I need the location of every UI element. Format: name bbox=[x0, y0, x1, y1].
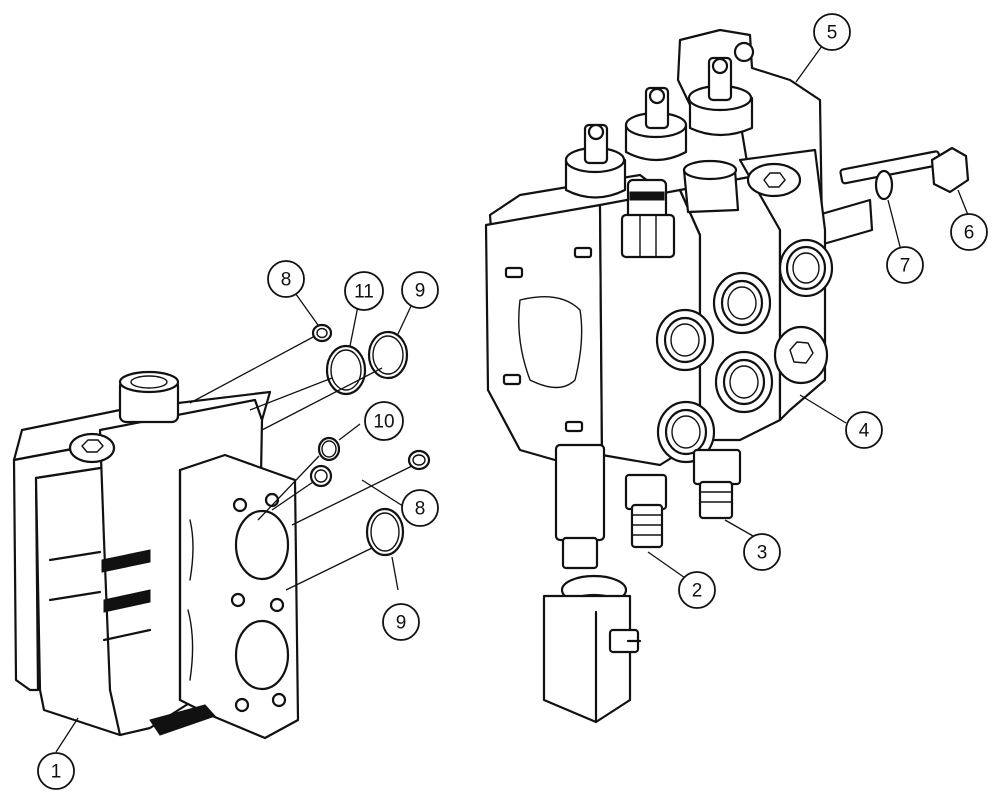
callout-9-upper-label: 9 bbox=[415, 281, 426, 302]
lower-fittings bbox=[542, 443, 742, 724]
callout-5: 5 bbox=[813, 13, 851, 51]
callout-8-upper: 8 bbox=[267, 260, 305, 298]
tie-bolt bbox=[839, 146, 970, 201]
control-valve-assembly bbox=[484, 28, 970, 724]
callout-3-label: 3 bbox=[757, 543, 768, 564]
callout-8-upper-label: 8 bbox=[281, 270, 292, 291]
callout-4-label: 4 bbox=[859, 421, 870, 442]
seals-group bbox=[309, 323, 431, 557]
oring-10 bbox=[317, 436, 341, 462]
callout-8-lower: 8 bbox=[401, 489, 439, 527]
callout-8-lower-label: 8 bbox=[415, 499, 426, 520]
callout-11-label: 11 bbox=[354, 282, 374, 303]
port-fittings bbox=[655, 162, 834, 464]
oring-9-upper bbox=[367, 330, 409, 380]
callout-2-label: 2 bbox=[692, 581, 703, 602]
callout-5-label: 5 bbox=[827, 23, 838, 44]
oring-8-middle bbox=[309, 464, 333, 488]
oring-8-right bbox=[407, 449, 431, 471]
callout-10-label: 10 bbox=[373, 412, 394, 433]
callout-7-label: 7 bbox=[900, 256, 911, 277]
callout-6: 6 bbox=[950, 213, 988, 251]
callout-7: 7 bbox=[886, 246, 924, 284]
oring-11 bbox=[325, 344, 367, 396]
callout-3: 3 bbox=[743, 533, 781, 571]
callout-6-label: 6 bbox=[964, 223, 975, 244]
oring-9-lower bbox=[365, 507, 405, 557]
callout-9-lower: 9 bbox=[382, 603, 420, 641]
callout-4: 4 bbox=[845, 411, 883, 449]
washer-7 bbox=[874, 169, 894, 201]
callout-10: 10 bbox=[364, 401, 404, 441]
callout-1-label: 1 bbox=[51, 762, 62, 783]
end-housing-part-1 bbox=[12, 370, 300, 740]
bolt-head-6 bbox=[930, 146, 970, 194]
oring-8-upper bbox=[311, 323, 333, 343]
callout-bubbles: 1 2 3 4 5 6 7 8 bbox=[37, 13, 988, 790]
callout-9-upper: 9 bbox=[401, 271, 439, 309]
callout-9-lower-label: 9 bbox=[396, 613, 407, 634]
assembly-lines bbox=[189, 335, 413, 591]
spool-caps bbox=[564, 56, 754, 259]
callout-2: 2 bbox=[678, 571, 716, 609]
callout-11: 11 bbox=[344, 271, 384, 311]
callout-1: 1 bbox=[37, 752, 75, 790]
